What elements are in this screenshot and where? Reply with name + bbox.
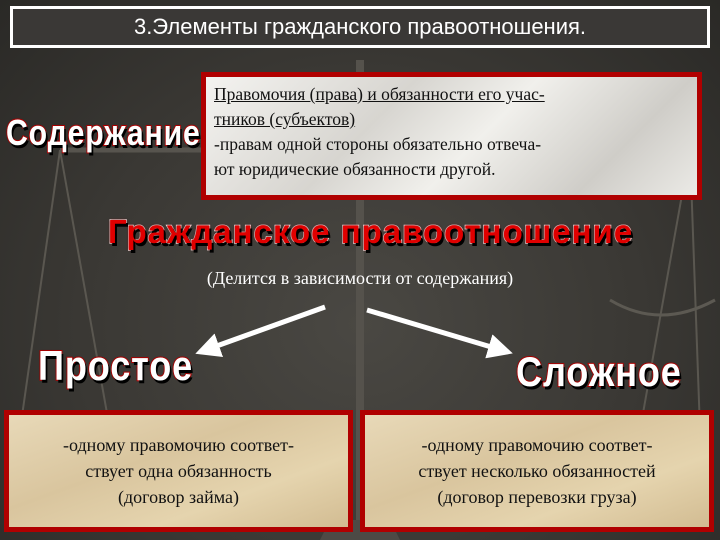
content-label: Содержание — [5, 111, 201, 154]
simple-label: Простое — [37, 341, 194, 390]
simple-line-1: -одному правомочию соответ- — [63, 435, 294, 455]
simple-line-2: ствует одна обязанность — [85, 461, 272, 481]
complex-label: Сложное — [515, 347, 682, 396]
content-line-4: ют юридические обязанности другой. — [214, 159, 496, 179]
center-title: Гражданское правоотношение — [107, 212, 634, 251]
simple-line-3: (договор займа) — [118, 487, 239, 507]
title-bar: 3.Элементы гражданского правоотношения. — [10, 6, 710, 48]
complex-definition-box: -одному правомочию соответ- ствует неско… — [360, 410, 714, 532]
arrow-to-complex — [366, 307, 513, 359]
content-line-1: Правомочия (права) и обязанности его уча… — [214, 84, 545, 104]
complex-line-3: (договор перевозки груза) — [437, 487, 637, 507]
content-line-2: тников (субъектов) — [214, 109, 356, 129]
content-line-3: -правам одной стороны обязательно отвеча… — [214, 134, 542, 154]
division-note: (Делится в зависимости от содержания) — [206, 268, 514, 288]
page-title: 3.Элементы гражданского правоотношения. — [133, 14, 587, 39]
complex-line-1: -одному правомочию соответ- — [421, 435, 653, 455]
arrow-to-simple — [195, 304, 326, 357]
simple-definition-box: -одному правомочию соответ- ствует одна … — [4, 410, 353, 532]
complex-line-2: ствует несколько обязанностей — [418, 461, 656, 481]
content-definition-box: Правомочия (права) и обязанности его уча… — [201, 72, 702, 200]
